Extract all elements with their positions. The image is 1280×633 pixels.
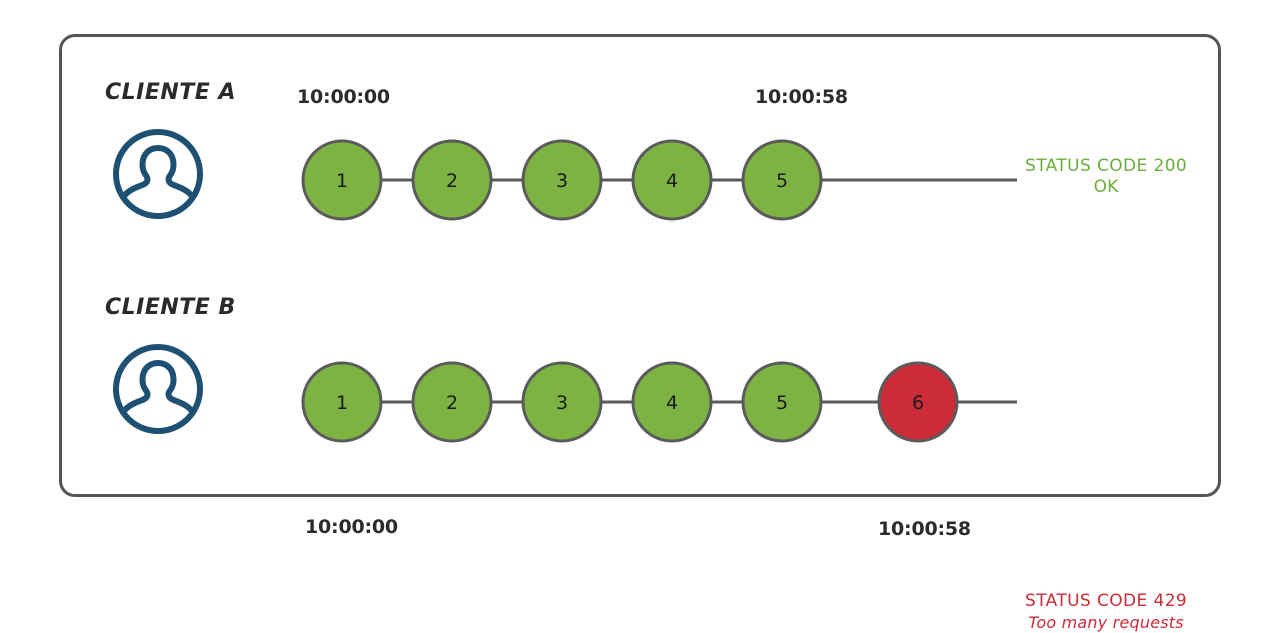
client-b-end-time: 10:00:58 [878, 518, 971, 540]
node-a-4[interactable]: 4 [631, 139, 713, 221]
node-a-1-label: 1 [336, 170, 348, 192]
node-b-1[interactable]: 1 [301, 361, 383, 443]
node-b-5-label: 5 [776, 392, 788, 414]
client-a-label: CLIENTE A [105, 80, 237, 105]
node-b-3[interactable]: 3 [521, 361, 603, 443]
client-a-status-message: OK [1093, 177, 1119, 197]
client-b-status: STATUS CODE 429 Too many requests [1025, 591, 1187, 633]
node-b-4[interactable]: 4 [631, 361, 713, 443]
node-b-3-label: 3 [556, 392, 568, 414]
client-a-start-time: 10:00:00 [297, 86, 390, 108]
client-b-start-time: 10:00:00 [305, 516, 398, 538]
node-b-5[interactable]: 5 [741, 361, 823, 443]
node-b-2-label: 2 [446, 392, 458, 414]
client-b-avatar [110, 341, 206, 441]
client-b-label: CLIENTE B [105, 295, 236, 320]
client-a-request-chain: 1 2 3 4 5 [301, 139, 1017, 221]
user-avatar-icon [113, 129, 203, 219]
node-a-1[interactable]: 1 [301, 139, 383, 221]
node-a-5[interactable]: 5 [741, 139, 823, 221]
node-a-2-label: 2 [446, 170, 458, 192]
client-a-avatar [110, 126, 206, 226]
client-b-status-message: Too many requests [1028, 613, 1184, 632]
user-avatar-icon [113, 344, 203, 434]
client-a-end-time: 10:00:58 [755, 86, 848, 108]
node-b-6[interactable]: 6 [877, 361, 959, 443]
node-b-2[interactable]: 2 [411, 361, 493, 443]
client-a-status-code: STATUS CODE 200 [1025, 156, 1188, 176]
node-a-4-label: 4 [666, 170, 678, 192]
node-b-1-label: 1 [336, 392, 348, 414]
diagram-canvas: CLIENTE A 10:00:00 10:00:58 [59, 34, 1221, 632]
node-a-3[interactable]: 3 [521, 139, 603, 221]
node-a-5-label: 5 [776, 170, 788, 192]
node-b-4-label: 4 [666, 392, 678, 414]
client-b-status-code: STATUS CODE 429 [1025, 591, 1188, 611]
node-b-6-label: 6 [912, 392, 924, 414]
client-a-status: STATUS CODE 200 OK [1025, 156, 1187, 198]
client-b-request-chain: 1 2 3 4 5 6 [301, 361, 1017, 443]
node-a-3-label: 3 [556, 170, 568, 192]
node-a-2[interactable]: 2 [411, 139, 493, 221]
